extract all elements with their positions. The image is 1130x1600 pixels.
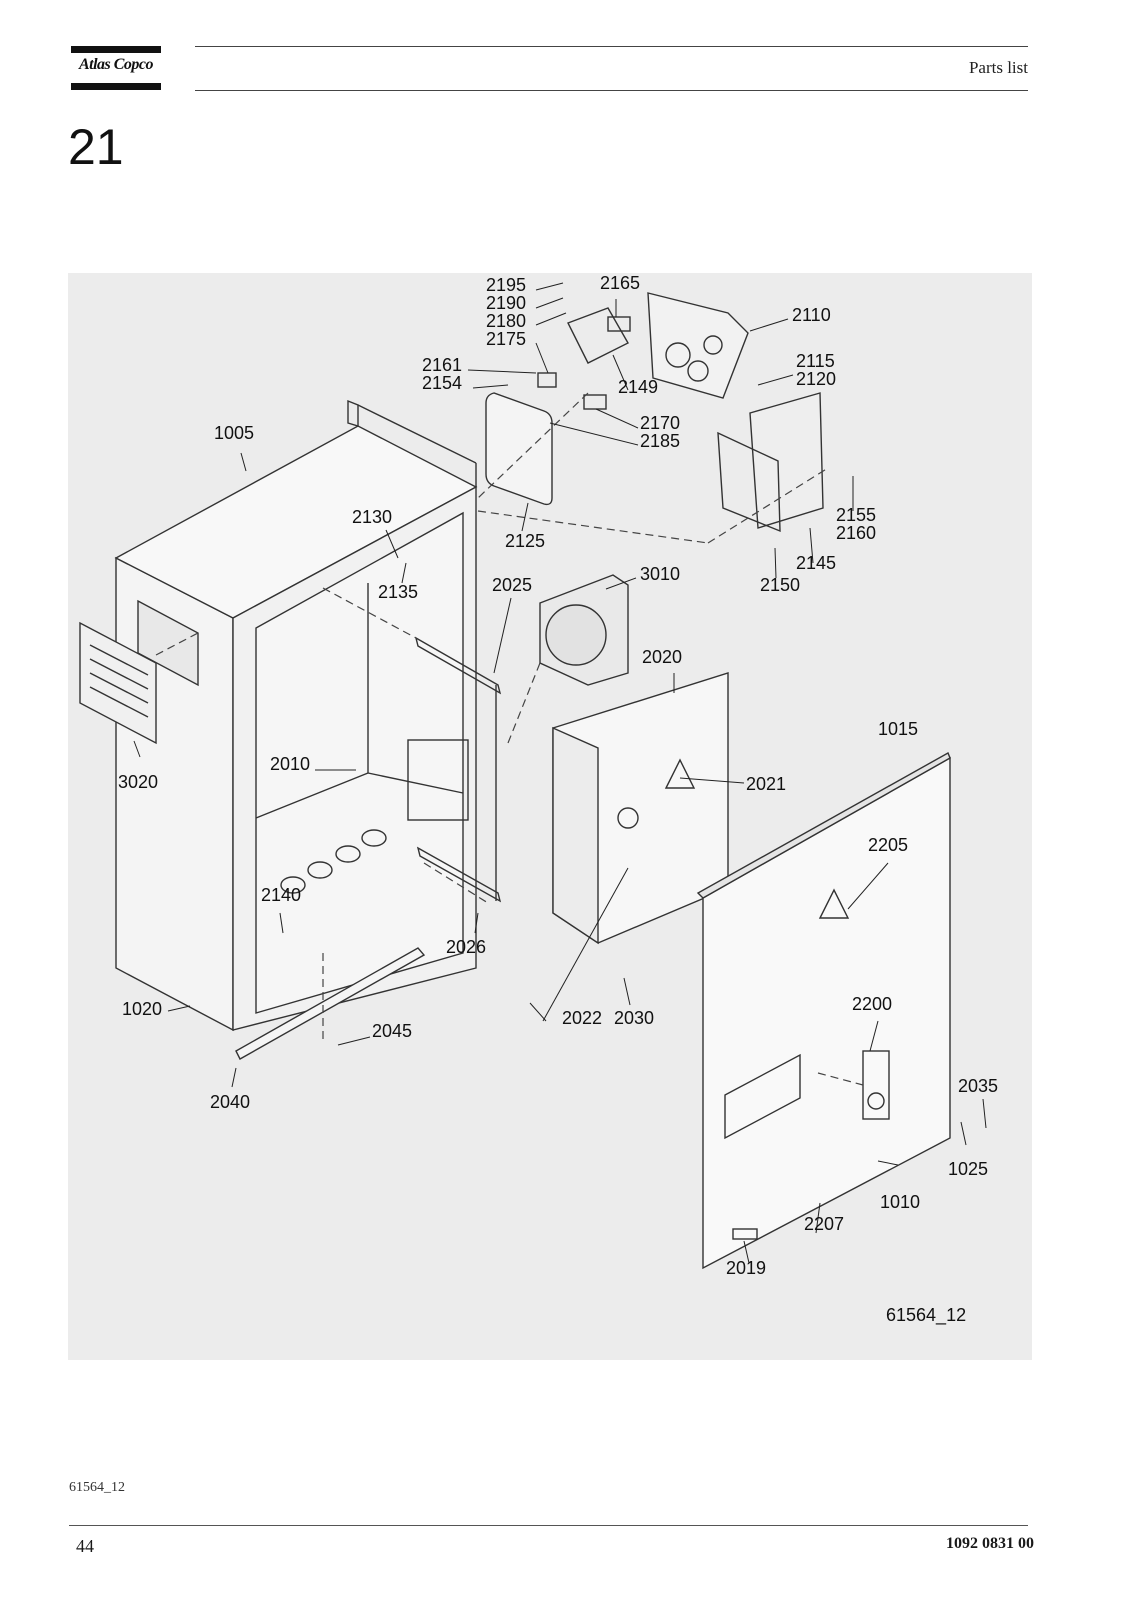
callout-2161: 2161 (422, 355, 462, 375)
gland-box-2110 (647, 292, 749, 399)
callout-2175: 2175 (486, 329, 526, 349)
callout-2195: 2195 (486, 275, 526, 295)
callout-2115: 2115 (796, 351, 835, 371)
mounting-rail-lower (416, 846, 502, 903)
clamp-2175 (537, 372, 557, 388)
callout-2130: 2130 (352, 507, 392, 527)
callout-2190: 2190 (486, 293, 526, 313)
callout-2030: 2030 (614, 1008, 654, 1028)
plate-2145 (749, 392, 824, 529)
callout-2010: 2010 (270, 754, 310, 774)
bottom-rail-2040 (235, 947, 426, 1060)
section-number: 21 (68, 119, 124, 175)
door-label-2019 (732, 1228, 758, 1240)
atlas-copco-logo: Atlas Copco (71, 46, 161, 91)
callout-2040: 2040 (210, 1092, 250, 1112)
cover-hole (617, 807, 639, 829)
callout-1025: 1025 (948, 1159, 988, 1179)
callout-2022: 2022 (562, 1008, 602, 1028)
callout-2149: 2149 (618, 377, 658, 397)
callout-2185: 2185 (640, 431, 680, 451)
cabinet-top-flange (347, 399, 359, 427)
logo-wordmark: Atlas Copco (78, 56, 154, 73)
page-number: 44 (76, 1536, 94, 1556)
warning-triangle-icon (664, 758, 696, 789)
callout-2125: 2125 (505, 531, 545, 551)
callout-1015: 1015 (878, 719, 918, 739)
door-display-cutout (724, 1053, 801, 1140)
callout-2045: 2045 (372, 1021, 412, 1041)
mounting-rail-2025 (414, 636, 502, 695)
callout-1010: 1010 (880, 1192, 920, 1212)
callout-3010: 3010 (640, 564, 680, 584)
clamp-2170 (583, 394, 607, 410)
logo-bottom-bar (71, 83, 161, 90)
document-number: 1092 0831 00 (946, 1535, 1034, 1552)
callout-2160: 2160 (836, 523, 876, 543)
header-title: Parts list (968, 58, 1028, 77)
cable-hole-2 (307, 861, 333, 879)
clamp-2165 (607, 316, 631, 332)
callout-2021: 2021 (746, 774, 786, 794)
vent-grille (79, 621, 157, 745)
drawing-id-label: 61564_12 (886, 1305, 966, 1326)
inner-bracket-plate (407, 739, 469, 821)
callout-2110: 2110 (792, 305, 831, 325)
logo-top-bar (71, 46, 161, 53)
cabinet-inner-floor-edge (255, 772, 369, 819)
line-art (79, 292, 951, 1270)
callout-2150: 2150 (760, 575, 800, 595)
callout-2165: 2165 (600, 273, 640, 293)
callout-2019: 2019 (726, 1258, 766, 1278)
header-top-rule (195, 46, 1028, 47)
callout-2207: 2207 (804, 1214, 844, 1234)
assembly-lines (155, 392, 864, 1086)
bracket-2149 (567, 307, 629, 364)
callout-2140: 2140 (261, 885, 301, 905)
footer-rule (69, 1525, 1028, 1526)
callout-2180: 2180 (486, 311, 526, 331)
callout-2155: 2155 (836, 505, 876, 525)
callout-2035: 2035 (958, 1076, 998, 1096)
callout-3020: 3020 (118, 772, 158, 792)
callout-1005: 1005 (214, 423, 254, 443)
callout-2200: 2200 (852, 994, 892, 1014)
leader-lines (133, 282, 987, 1264)
callout-2020: 2020 (642, 647, 682, 667)
cabinet-vent-cutout (137, 599, 199, 687)
callout-2026: 2026 (446, 937, 486, 957)
door-warning-triangle-icon (818, 888, 850, 919)
gasket-2150 (717, 431, 781, 533)
callout-2170: 2170 (640, 413, 680, 433)
header-bottom-rule (195, 90, 1028, 91)
callout-2145: 2145 (796, 553, 836, 573)
callout-2120: 2120 (796, 369, 836, 389)
cable-hole-3 (335, 845, 361, 863)
callout-2025: 2025 (492, 575, 532, 595)
callout-1020: 1020 (122, 999, 162, 1019)
callout-2135: 2135 (378, 582, 418, 602)
cable-hole-1 (280, 876, 306, 894)
figure-reference: 61564_12 (69, 1480, 125, 1495)
callout-2205: 2205 (868, 835, 908, 855)
cabinet-opening (255, 511, 464, 1014)
cable-hole-4 (361, 829, 387, 847)
callout-2154: 2154 (422, 373, 462, 393)
panel-2125 (485, 392, 553, 506)
